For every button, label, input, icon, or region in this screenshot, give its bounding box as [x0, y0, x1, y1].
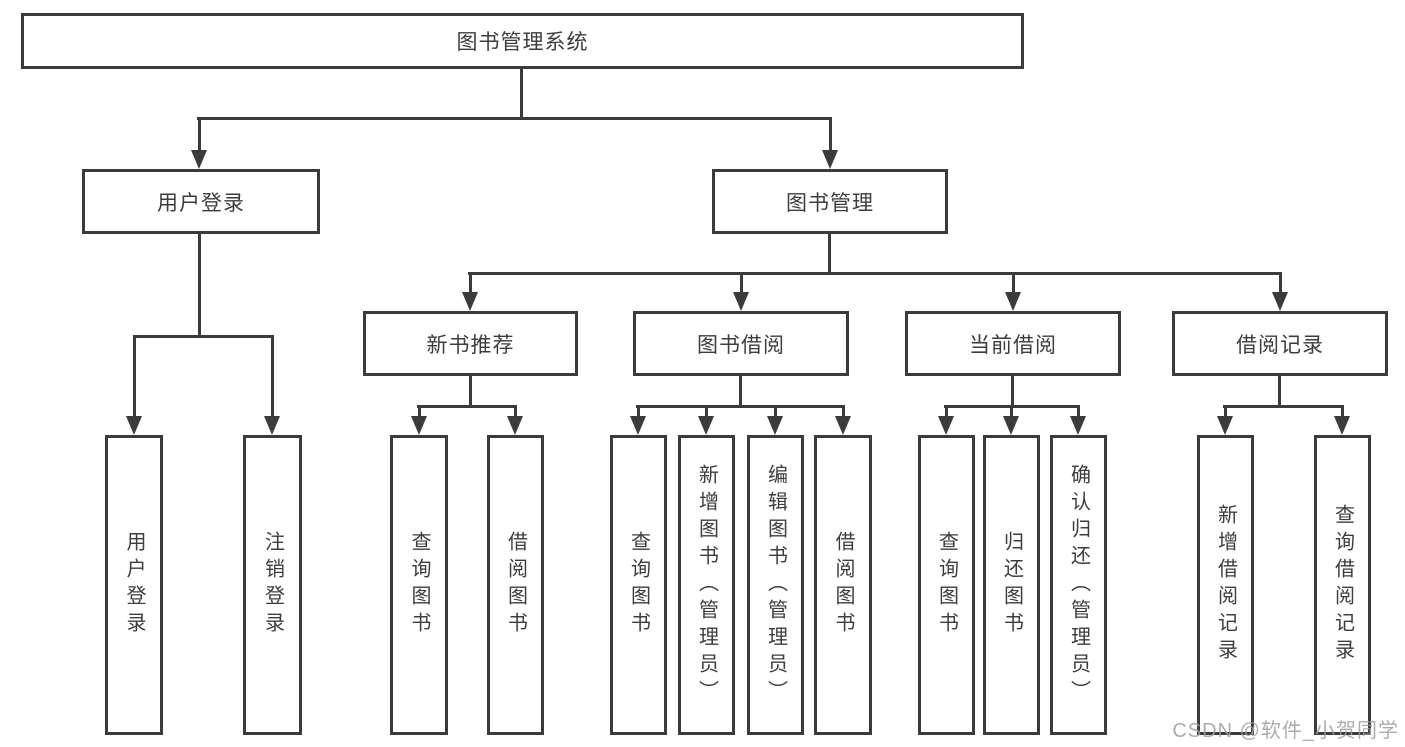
node-library-system-label: 图书管理系统: [456, 31, 589, 54]
arrow-to-leaf-logout-icon: [264, 335, 280, 435]
arrow-to-user-login-icon: [191, 117, 207, 169]
leaf-user-login: 用户登录: [105, 435, 163, 735]
arrow-to-new-book-recommend-icon: [462, 272, 478, 311]
leaf-user-login-label: 用户登录: [123, 531, 145, 639]
leaf-bb-add-books-admin: 新增图书（管理员）: [678, 435, 735, 735]
leaf-bb-borrow-books-label: 借阅图书: [832, 531, 854, 639]
leaf-nbr-borrow-books: 借阅图书: [487, 435, 544, 735]
node-borrow-records-label: 借阅记录: [1236, 333, 1324, 357]
leaf-br-add-record: 新增借阅记录: [1197, 435, 1254, 735]
connector-root-stem: [520, 68, 523, 120]
node-book-borrow-label: 图书借阅: [697, 333, 785, 357]
leaf-cb-confirm-return-admin-label: 确认归还（管理员）: [1067, 463, 1090, 707]
connector-book-borrow-rail: [636, 405, 844, 408]
node-book-borrow: 图书借阅: [633, 311, 849, 376]
node-user-login-label: 用户登录: [157, 191, 245, 215]
leaf-logout: 注销登录: [243, 435, 302, 735]
node-book-management: 图书管理: [712, 169, 948, 234]
leaf-br-query-record: 查询借阅记录: [1314, 435, 1371, 735]
connector-borrow-records-rail: [1223, 405, 1344, 408]
node-new-book-recommend: 新书推荐: [363, 311, 578, 376]
leaf-cb-confirm-return-admin: 确认归还（管理员）: [1050, 435, 1107, 735]
connector-user-login-stem: [198, 233, 201, 338]
arrow-to-bb-edit-books-icon: [767, 405, 783, 435]
node-current-borrow-label: 当前借阅: [969, 333, 1057, 357]
arrow-to-leaf-user-login-icon: [126, 335, 142, 435]
leaf-nbr-borrow-books-label: 借阅图书: [504, 531, 527, 639]
connector-book-management-rail: [468, 272, 1282, 275]
leaf-bb-query-books: 查询图书: [610, 435, 667, 735]
connector-new-book-recommend-rail: [417, 405, 517, 408]
leaf-br-add-record-label: 新增借阅记录: [1214, 504, 1237, 666]
arrow-to-current-borrow-icon: [1005, 272, 1021, 311]
arrow-to-br-add-record-icon: [1217, 405, 1233, 435]
leaf-nbr-query-books-label: 查询图书: [408, 531, 430, 639]
leaf-cb-return-books-label: 归还图书: [1000, 531, 1023, 639]
leaf-logout-label: 注销登录: [261, 531, 284, 639]
arrow-to-bb-borrow-books-icon: [835, 405, 851, 435]
arrow-to-bb-add-books-icon: [698, 405, 714, 435]
arrow-to-book-management-icon: [822, 117, 838, 169]
connector-borrow-records-stem: [1278, 376, 1281, 408]
connector-user-login-rail: [133, 335, 274, 338]
leaf-cb-return-books: 归还图书: [983, 435, 1040, 735]
connector-new-book-recommend-stem: [469, 376, 472, 408]
arrow-to-cb-confirm-return-icon: [1070, 405, 1086, 435]
arrow-to-nbr-query-books-icon: [411, 405, 427, 435]
leaf-bb-edit-books-admin-label: 编辑图书（管理员）: [764, 463, 787, 707]
node-current-borrow: 当前借阅: [905, 311, 1121, 376]
leaf-bb-edit-books-admin: 编辑图书（管理员）: [747, 435, 804, 735]
arrow-to-cb-return-books-icon: [1003, 405, 1019, 435]
arrow-to-br-query-record-icon: [1334, 405, 1350, 435]
node-library-system: 图书管理系统: [21, 13, 1024, 69]
node-new-book-recommend-label: 新书推荐: [426, 333, 515, 357]
leaf-cb-query-books-label: 查询图书: [935, 531, 958, 639]
arrow-to-borrow-records-icon: [1272, 272, 1288, 311]
arrow-to-cb-query-books-icon: [938, 405, 954, 435]
leaf-bb-query-books-label: 查询图书: [627, 531, 650, 639]
arrow-to-bb-query-books-icon: [630, 405, 646, 435]
connector-current-borrow-stem: [1011, 376, 1014, 408]
connector-book-borrow-stem: [739, 376, 742, 408]
leaf-cb-query-books: 查询图书: [918, 435, 975, 735]
node-borrow-records: 借阅记录: [1172, 311, 1388, 376]
csdn-watermark: CSDN @软件_小贺同学: [1172, 720, 1399, 742]
leaf-bb-add-books-admin-label: 新增图书（管理员）: [695, 463, 718, 707]
leaf-bb-borrow-books: 借阅图书: [814, 435, 872, 735]
arrow-to-book-borrow-icon: [733, 272, 749, 311]
node-user-login: 用户登录: [82, 169, 320, 234]
leaf-br-query-record-label: 查询借阅记录: [1331, 504, 1354, 666]
connector-root-rail: [197, 117, 832, 120]
node-book-management-label: 图书管理: [786, 191, 874, 215]
connector-book-management-stem: [828, 233, 831, 275]
arrow-to-nbr-borrow-books-icon: [507, 405, 523, 435]
leaf-nbr-query-books: 查询图书: [390, 435, 448, 735]
